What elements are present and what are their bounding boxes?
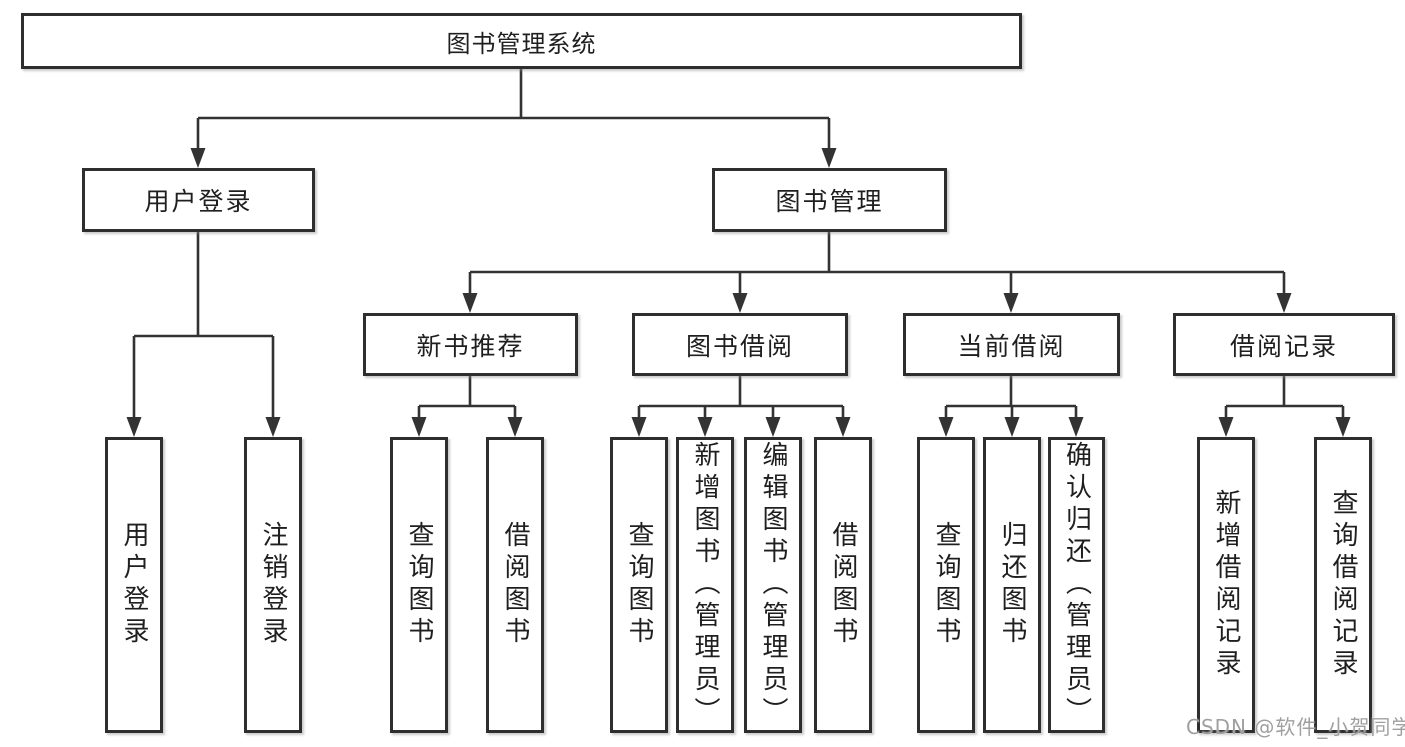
arrowhead-icon	[411, 417, 427, 437]
arrowhead-icon	[631, 417, 647, 437]
connector-new-book-recommend-to-leaves	[411, 376, 523, 437]
leaf-cb-confirm-return-admin: 确认归还（管理员）	[1048, 437, 1105, 733]
leaf-nbr-query-books: 查询图书	[390, 437, 448, 733]
node-borrow-records: 借阅记录	[1173, 313, 1395, 376]
node-new-book-recommend: 新书推荐	[363, 313, 578, 376]
arrowhead-icon	[1003, 293, 1019, 313]
arrowhead-icon	[835, 417, 851, 437]
leaf-user-login: 用户登录	[105, 437, 163, 733]
arrowhead-icon	[462, 293, 478, 313]
arrowhead-icon	[1004, 417, 1020, 437]
leaf-bb-edit-books-admin: 编辑图书（管理员）	[744, 437, 802, 733]
node-book-borrow: 图书借阅	[632, 313, 848, 376]
arrowhead-icon	[938, 417, 954, 437]
leaf-logout: 注销登录	[244, 437, 302, 733]
leaf-bb-add-books-admin: 新增图书（管理员）	[676, 437, 734, 733]
node-current-borrow: 当前借阅	[903, 313, 1120, 376]
leaf-bb-borrow-books: 借阅图书	[814, 437, 872, 733]
connector-user-login-to-leaves	[126, 232, 281, 437]
arrowhead-icon	[697, 417, 713, 437]
connector-book-management-to-level3	[462, 232, 1292, 313]
leaf-cb-query-books: 查询图书	[917, 437, 975, 733]
connector-book-borrow-to-leaves	[631, 376, 851, 437]
arrowhead-icon	[732, 293, 748, 313]
leaf-br-query-record: 查询借阅记录	[1314, 437, 1372, 733]
node-root-system: 图书管理系统	[21, 13, 1022, 69]
connector-current-borrow-to-leaves	[938, 376, 1084, 437]
node-book-management: 图书管理	[712, 168, 947, 232]
arrowhead-icon	[190, 148, 206, 168]
arrowhead-icon	[1335, 417, 1351, 437]
arrowhead-icon	[507, 417, 523, 437]
arrowhead-icon	[1276, 293, 1292, 313]
leaf-bb-query-books: 查询图书	[610, 437, 668, 733]
connector-borrow-records-to-leaves	[1218, 376, 1351, 437]
connector-root-to-level2	[190, 69, 837, 168]
csdn-watermark: CSDN @软件_小贺同学	[1186, 715, 1405, 739]
leaf-cb-return-books: 归还图书	[983, 437, 1041, 733]
arrowhead-icon	[126, 417, 142, 437]
leaf-br-add-record: 新增借阅记录	[1197, 437, 1255, 733]
arrowhead-icon	[265, 417, 281, 437]
arrowhead-icon	[821, 148, 837, 168]
arrowhead-icon	[765, 417, 781, 437]
node-user-login: 用户登录	[82, 168, 315, 232]
arrowhead-icon	[1218, 417, 1234, 437]
leaf-nbr-borrow-books: 借阅图书	[486, 437, 544, 733]
arrowhead-icon	[1068, 417, 1084, 437]
